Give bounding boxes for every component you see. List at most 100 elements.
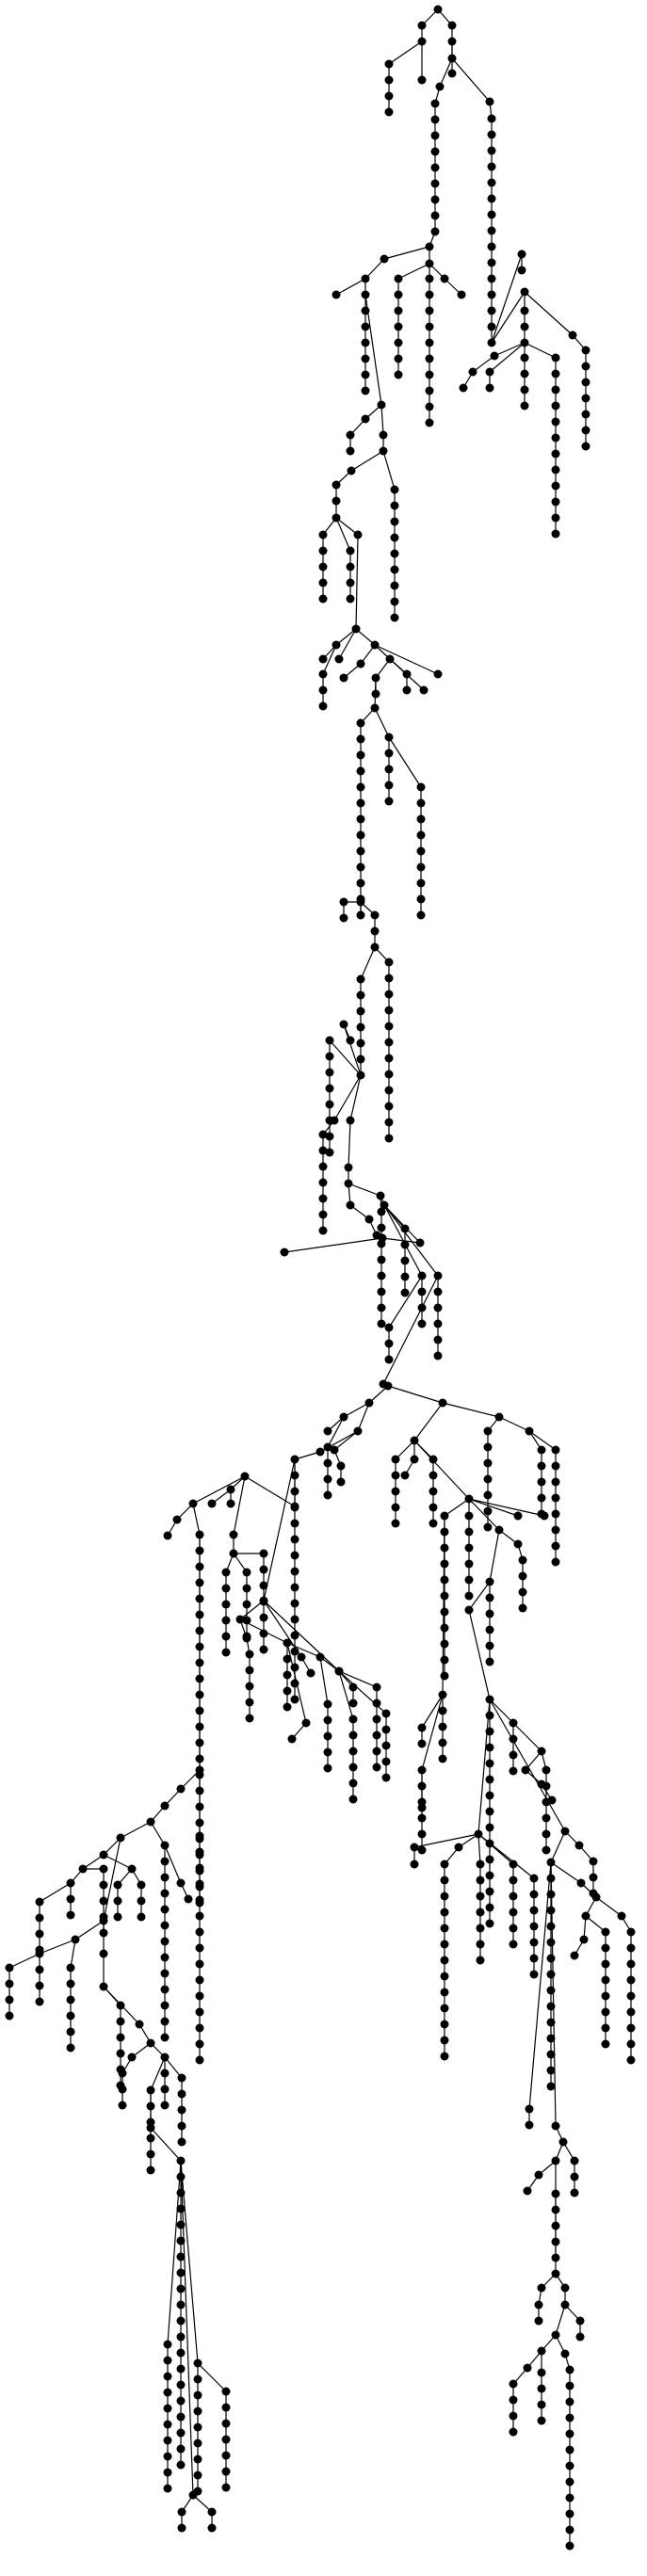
tree-node [290, 1695, 299, 1704]
tree-node [459, 383, 468, 393]
tree-node [160, 1889, 170, 1898]
tree-node [195, 1991, 204, 2001]
tree-node [290, 1487, 299, 1496]
tree-node [416, 910, 426, 920]
tree-node [429, 1519, 438, 1528]
tree-node [546, 1922, 556, 1931]
tree-node [483, 1490, 493, 1500]
tree-node [565, 2381, 574, 2391]
tree-node [283, 1686, 292, 1696]
tree-edge [338, 1670, 354, 1720]
tree-node [240, 1472, 250, 1481]
tree-node [487, 194, 496, 203]
tree-node [346, 446, 355, 456]
tree-node [487, 130, 496, 139]
tree-node [558, 2137, 568, 2147]
tree-node [346, 1036, 355, 1045]
tree-node [176, 2396, 186, 2406]
tree-node [560, 2300, 570, 2310]
tree-node [325, 1068, 334, 1077]
tree-node [546, 2018, 556, 2027]
tree-node [390, 501, 399, 510]
tree-node [176, 2300, 186, 2310]
tree-node [400, 1471, 410, 1480]
tree-node [546, 2034, 556, 2043]
tree-node [332, 640, 341, 650]
tree-edge [164, 1844, 182, 1884]
tree-node [376, 1191, 385, 1200]
tree-node [537, 1493, 546, 1503]
tree-node [318, 1162, 328, 1171]
tree-node [221, 1648, 231, 1657]
tree-node [356, 766, 365, 776]
tree-node [348, 1795, 358, 1804]
tree-node [163, 2404, 172, 2413]
tree-node [509, 1766, 518, 1776]
tree-node [464, 1494, 474, 1504]
tree-node [361, 338, 370, 347]
tree-node [589, 1857, 598, 1866]
tree-node [415, 1238, 425, 1248]
tree-node [118, 2101, 127, 2110]
tree-node [542, 1813, 551, 1823]
tree-node [245, 1682, 254, 1691]
tree-node [323, 1747, 332, 1757]
tree-node [259, 1581, 268, 1590]
tree-node [242, 1568, 251, 1577]
tree-node [229, 1530, 238, 1539]
tree-node [485, 1807, 494, 1816]
tree-edge [335, 517, 351, 552]
tree-node [346, 546, 355, 555]
tree-node [487, 226, 496, 235]
tree-node [440, 1639, 449, 1649]
tree-node [464, 1591, 474, 1601]
tree-node [356, 878, 365, 888]
tree-edge [397, 263, 430, 280]
tree-node [35, 1965, 44, 1974]
tree-node [348, 1731, 358, 1740]
tree-node [384, 1006, 394, 1015]
tree-node [537, 2368, 546, 2377]
tree-node [346, 594, 355, 604]
tree-node [163, 2468, 172, 2477]
tree-node [160, 1857, 170, 1866]
tree-node [390, 517, 399, 526]
tree-node [390, 581, 399, 590]
tree-node [160, 2001, 170, 2010]
tree-node [146, 2101, 155, 2111]
tree-edge [468, 1498, 519, 1517]
tree-edge [468, 1609, 491, 1700]
tree-node [546, 1906, 556, 1915]
tree-node [384, 733, 394, 742]
tree-node [361, 306, 370, 315]
tree-node [318, 1210, 328, 1219]
tree-edge [364, 258, 385, 280]
tree-node [394, 338, 403, 347]
tree-node [394, 306, 403, 315]
tree-node [534, 2300, 543, 2310]
tree-node [242, 1584, 251, 1593]
tree-node [297, 1652, 306, 1662]
tree-node [195, 1895, 204, 1905]
tree-node [325, 1052, 334, 1061]
tree-node [339, 673, 348, 683]
tree-node [575, 2332, 585, 2342]
tree-node [290, 1663, 299, 1672]
tree-node [440, 1860, 449, 1869]
tree-node [523, 2363, 532, 2373]
tree-edge [489, 1699, 514, 1724]
tree-node [617, 1911, 626, 1921]
tree-node [176, 2268, 186, 2278]
tree-node [377, 1319, 386, 1328]
tree-edge [150, 1821, 166, 1846]
tree-edge [374, 707, 390, 738]
tree-node [485, 383, 494, 393]
tree-node [560, 2283, 570, 2293]
tree-node [520, 306, 529, 315]
tree-node [137, 1880, 146, 1890]
tree-node [160, 2017, 170, 2026]
tree-node [336, 1461, 346, 1471]
tree-node [487, 290, 496, 299]
tree-node [601, 1927, 610, 1937]
tree-node [487, 210, 496, 219]
